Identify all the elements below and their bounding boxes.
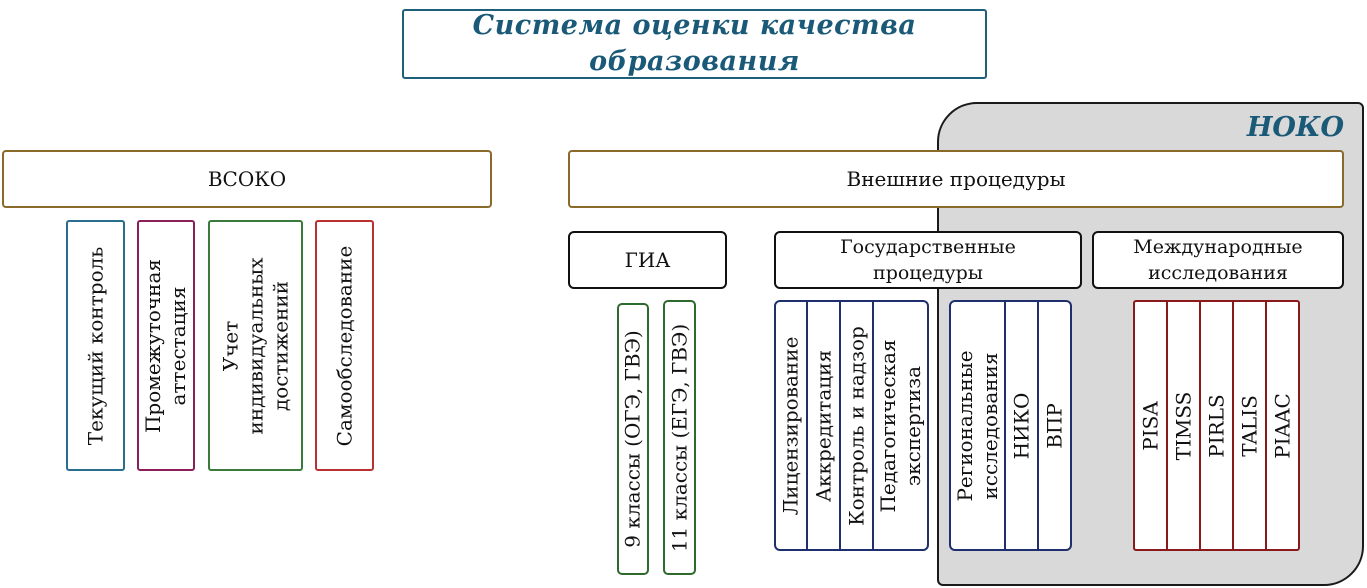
state-item-label: Региональные исследования xyxy=(952,349,1002,502)
diagram-title-line1: Система оценки качества xyxy=(472,10,917,41)
external-procedures-header: Внешние процедуры xyxy=(568,150,1344,208)
international-item-timss: TIMSS xyxy=(1166,300,1201,551)
international-item-piaac: PIAAC xyxy=(1265,300,1300,551)
gia-label: ГИА xyxy=(624,248,671,272)
international-studies-header: Международные исследования xyxy=(1092,231,1344,289)
state-item-label: Лицензирование xyxy=(778,336,803,515)
state-item-vpr: ВПР xyxy=(1037,300,1072,551)
gia-item-grade11: 11 классы (ЕГЭ, ГВЭ) xyxy=(663,300,696,575)
state-procedures-label-line2: процедуры xyxy=(873,262,983,284)
vsoko-item-current-control: Текущий контроль xyxy=(66,220,125,471)
state-procedures-header: Государственные процедуры xyxy=(774,231,1082,289)
gia-header: ГИА xyxy=(568,231,727,289)
state-item-control-supervision: Контроль и надзор xyxy=(839,300,874,551)
diagram-title-line2: образования xyxy=(589,46,800,77)
state-procedures-label-line1: Государственные xyxy=(840,236,1016,258)
international-item-talis: TALIS xyxy=(1232,300,1267,551)
vsoko-item-label: Промежуточная аттестация xyxy=(141,258,190,433)
vsoko-item-label: Самообследование xyxy=(332,245,356,446)
state-item-label: Контроль и надзор xyxy=(844,325,868,526)
state-item-accreditation: Аккредитация xyxy=(806,300,841,551)
international-studies-label-line1: Международные xyxy=(1133,236,1303,258)
international-item-label: PIRLS xyxy=(1204,393,1228,458)
diagram-title: Система оценки качества образования xyxy=(402,9,987,79)
state-item-pedagogical-expertise: Педагогическая экспертиза xyxy=(872,300,929,551)
vsoko-item-intermediate-attestation: Промежуточная аттестация xyxy=(137,220,195,471)
international-item-label: TALIS xyxy=(1237,394,1261,457)
gia-item-grade9: 9 классы (ОГЭ, ГВЭ) xyxy=(617,303,649,575)
state-item-label: НИКО xyxy=(1009,392,1033,459)
vsoko-header: ВСОКО xyxy=(2,150,492,208)
vsoko-item-label: Учет индивидуальных достижений xyxy=(218,256,292,435)
international-item-label: PISA xyxy=(1138,400,1162,451)
international-item-label: PIAAC xyxy=(1270,392,1294,459)
vsoko-item-individual-achievements: Учет индивидуальных достижений xyxy=(208,220,303,471)
state-item-label: Аккредитация xyxy=(811,349,835,502)
gia-item-label: 11 классы (ЕГЭ, ГВЭ) xyxy=(667,323,691,552)
international-item-pisa: PISA xyxy=(1133,300,1168,551)
state-item-label: ВПР xyxy=(1042,402,1066,449)
external-procedures-label: Внешние процедуры xyxy=(846,167,1066,191)
vsoko-item-label: Текущий контроль xyxy=(83,246,107,445)
international-item-pirls: PIRLS xyxy=(1199,300,1234,551)
international-studies-label-line2: исследования xyxy=(1148,262,1288,284)
state-item-regional-studies: Региональные исследования xyxy=(949,300,1006,551)
vsoko-label: ВСОКО xyxy=(207,167,287,191)
state-item-licensing: Лицензирование xyxy=(774,300,808,551)
international-item-label: TIMSS xyxy=(1171,391,1195,460)
gia-item-label: 9 классы (ОГЭ, ГВЭ) xyxy=(620,330,645,548)
vsoko-item-self-examination: Самообследование xyxy=(315,220,374,471)
state-item-niko: НИКО xyxy=(1004,300,1039,551)
noko-label: НОКО xyxy=(1246,112,1344,143)
state-item-label: Педагогическая экспертиза xyxy=(875,338,925,513)
